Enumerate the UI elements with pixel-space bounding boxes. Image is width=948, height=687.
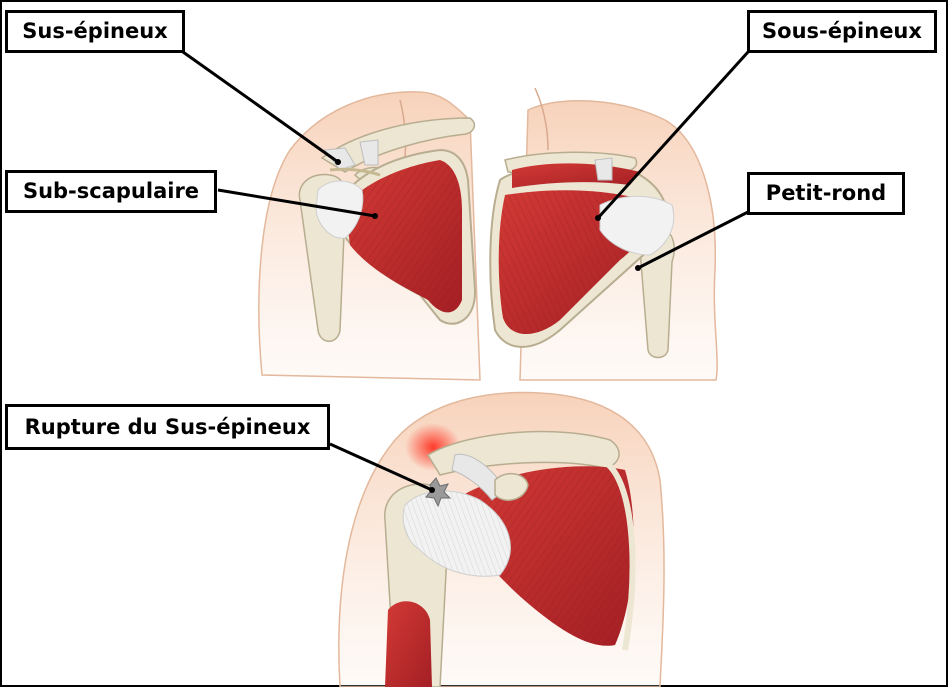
leader-lines [182, 50, 750, 492]
rupture-site [425, 477, 452, 508]
label-subscapularis: Sub-scapulaire [5, 170, 217, 213]
label-teres-minor: Petit-rond [747, 172, 905, 215]
leader-infraspinatus [596, 50, 750, 220]
dot-rupture [429, 487, 435, 493]
leader-rupture [329, 442, 433, 492]
clavicle-left [320, 117, 476, 173]
dot-teres-minor [635, 265, 641, 271]
leader-teres-minor [637, 210, 749, 270]
dot-supraspinatus [335, 159, 341, 165]
label-supraspinatus: Sus-épineux [5, 10, 185, 53]
dot-subscapularis [372, 213, 378, 219]
dot-infraspinatus [595, 215, 601, 221]
leader-subscapularis [217, 188, 376, 218]
leader-supraspinatus [182, 50, 339, 164]
label-rupture: Rupture du Sus-épineux [5, 404, 330, 450]
posterior-shoulder-view [489, 87, 718, 381]
infraspinatus-tendon [599, 195, 675, 256]
label-infraspinatus: Sous-épineux [747, 10, 937, 53]
rupture-view [338, 391, 665, 687]
anterior-shoulder-view [258, 91, 481, 381]
